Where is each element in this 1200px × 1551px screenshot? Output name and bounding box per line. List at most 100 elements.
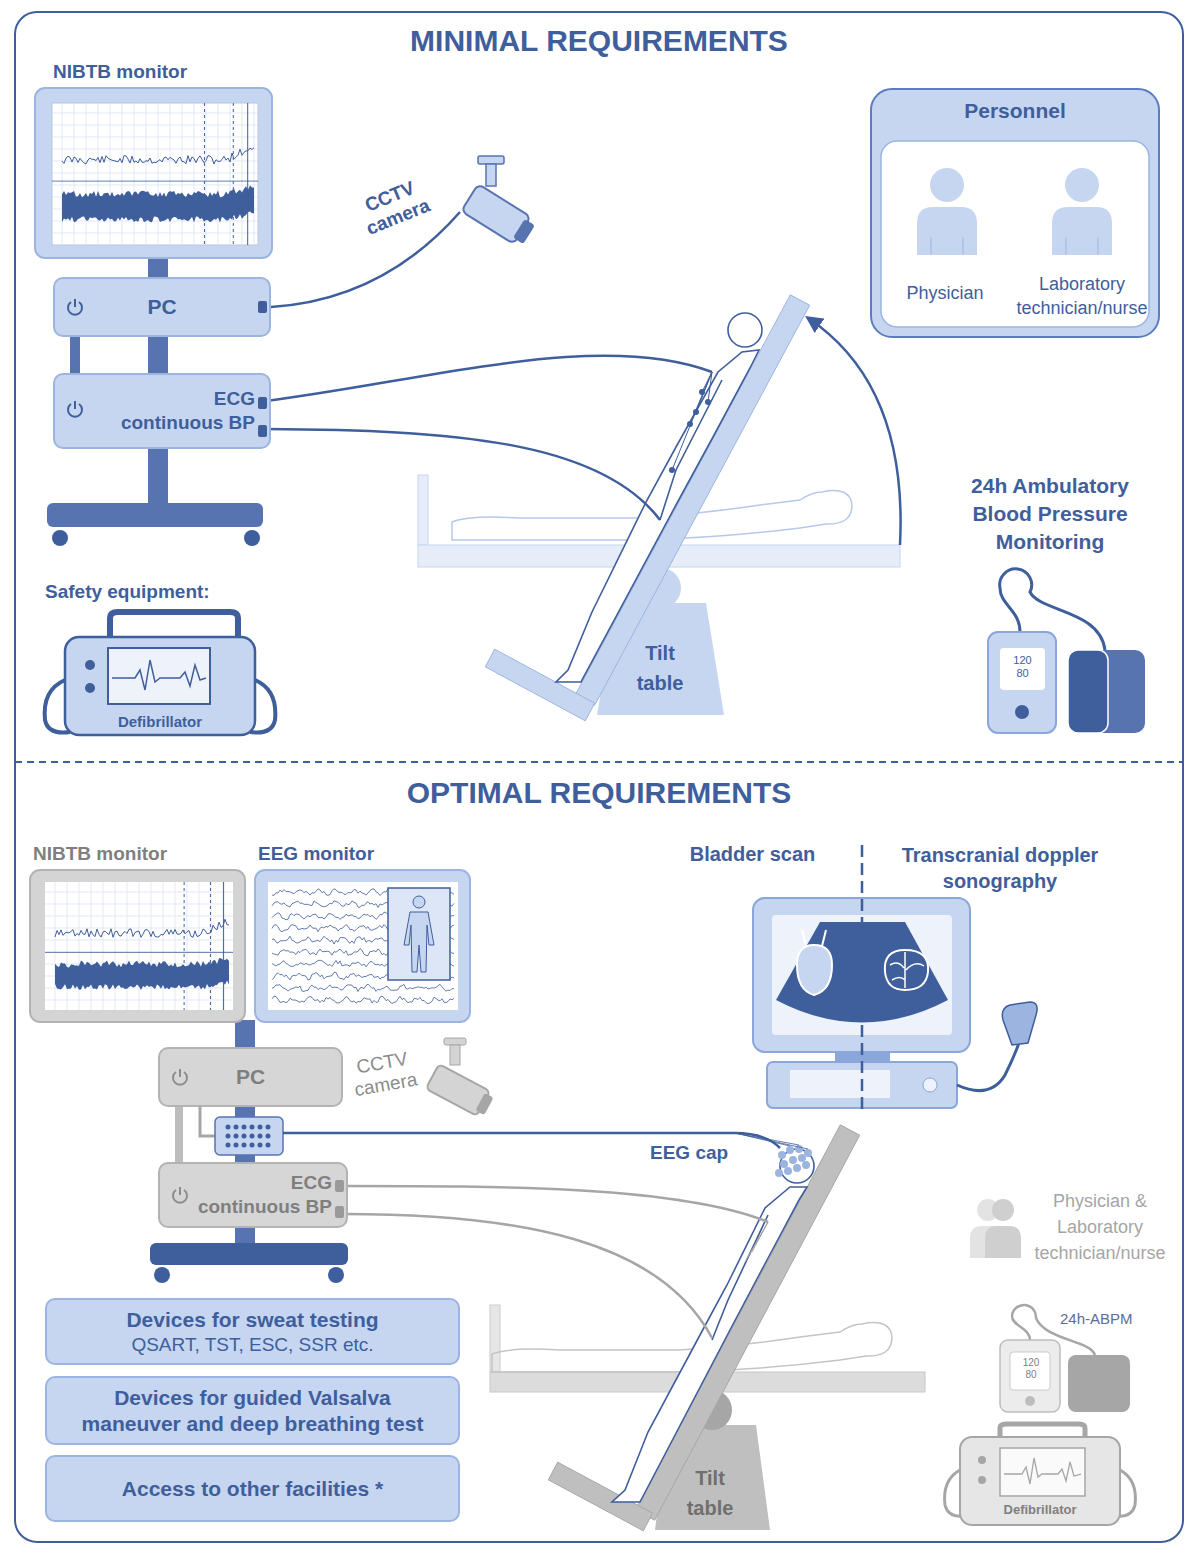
defibrillator-icon bbox=[108, 648, 210, 704]
tilt-table-illustration bbox=[712, 1215, 768, 1340]
grid-line bbox=[175, 882, 176, 1010]
outer-frame bbox=[15, 12, 1183, 1542]
cctv-camera-icon bbox=[486, 164, 496, 186]
eeg-screen bbox=[268, 882, 458, 1010]
device-heading: Bladder scan bbox=[680, 842, 825, 867]
port-icon bbox=[258, 425, 267, 437]
sensor-wires bbox=[687, 421, 693, 427]
device-heading: NIBTB monitor bbox=[33, 842, 167, 866]
device-heading: 24h Ambulatory Blood Pressure Monitoring bbox=[955, 472, 1145, 556]
grid-line bbox=[163, 882, 164, 1010]
abpm-icon bbox=[1068, 650, 1108, 733]
sensor-wires bbox=[693, 409, 699, 415]
ultrasound-device bbox=[802, 930, 826, 946]
port-icon bbox=[258, 301, 267, 313]
defibrillator: Defibrillator bbox=[955, 1420, 1125, 1530]
eeg-amplifier bbox=[250, 1143, 255, 1148]
eeg-trace bbox=[272, 996, 454, 1004]
power-icon bbox=[65, 297, 85, 317]
box-heading: Devices for sweat testing bbox=[126, 1307, 378, 1333]
port-icon bbox=[335, 1206, 344, 1218]
monitor-cart bbox=[244, 530, 260, 546]
eeg-screen bbox=[255, 870, 470, 1022]
grid-line bbox=[242, 103, 243, 245]
port-icon bbox=[258, 301, 267, 313]
grid-line bbox=[115, 882, 116, 1010]
cctv-camera: CCTV camera bbox=[460, 155, 530, 250]
test-device-box: Access to other facilities * bbox=[45, 1455, 460, 1522]
power-icon bbox=[74, 299, 76, 307]
monitor-cart bbox=[47, 503, 263, 527]
abpm-icon bbox=[1010, 1352, 1050, 1390]
tilt-table-illustration bbox=[418, 475, 428, 545]
nibtb-monitor: NIBTB monitor bbox=[35, 58, 272, 258]
eeg-amplifier bbox=[226, 1125, 231, 1130]
eeg-amplifier bbox=[242, 1143, 247, 1148]
grid-line bbox=[187, 882, 188, 1010]
ultrasound-device bbox=[885, 950, 928, 990]
sensor-wires bbox=[735, 1133, 808, 1149]
sensor-wires bbox=[266, 356, 712, 401]
device-label: 24h-ABPM bbox=[1060, 1309, 1133, 1328]
sensor-wires bbox=[266, 356, 712, 520]
eeg-cap-electrodes bbox=[784, 1167, 792, 1175]
person-icon bbox=[1065, 168, 1099, 202]
pc-unit: PC bbox=[53, 277, 271, 337]
event-marker bbox=[223, 882, 224, 1010]
staff-icons bbox=[992, 1199, 1014, 1221]
tilt-table: Tilt table bbox=[660, 1445, 760, 1530]
monitor-screen bbox=[35, 88, 272, 258]
eeg-amplifier bbox=[266, 1134, 271, 1139]
grid-line bbox=[52, 113, 258, 114]
ecg-bp-unit: ECG continuous BP bbox=[53, 373, 271, 449]
monitor-screen bbox=[30, 870, 245, 1022]
abpm-icon bbox=[1000, 1340, 1060, 1412]
eeg-amplifier bbox=[266, 1143, 271, 1148]
monitor-screen bbox=[52, 103, 258, 245]
section-heading: MINIMAL REQUIREMENTS bbox=[15, 22, 1183, 60]
box-detail: QSART, TST, ESC, SSR etc. bbox=[131, 1333, 373, 1357]
personnel-box: PersonnelPhysicianLaboratory technician/… bbox=[870, 88, 1160, 338]
box-label: ECG continuous BP bbox=[191, 1171, 332, 1219]
box-label: PC bbox=[147, 294, 176, 320]
eeg-cap-electrodes bbox=[778, 1151, 786, 1159]
eeg-cap-electrodes bbox=[780, 1160, 788, 1168]
ultrasound-device bbox=[1002, 1002, 1037, 1045]
defibrillator-icon bbox=[85, 660, 95, 670]
grid-line bbox=[223, 882, 224, 1010]
monitor-cart bbox=[154, 1267, 170, 1283]
tilt-table-illustration bbox=[635, 1125, 859, 1520]
box-heading: Access to other facilities * bbox=[122, 1476, 383, 1502]
grid-line bbox=[67, 882, 68, 1010]
defibrillator-icon bbox=[112, 660, 206, 690]
grid-line bbox=[254, 103, 255, 245]
person-icon bbox=[1050, 167, 1114, 255]
grid-line bbox=[52, 233, 258, 234]
grid-line bbox=[45, 892, 233, 893]
tilt-table: Tilt table bbox=[600, 630, 720, 710]
eeg-amplifier bbox=[226, 1134, 231, 1139]
grid-line bbox=[158, 103, 159, 245]
grid-line bbox=[91, 882, 92, 1010]
event-marker bbox=[247, 103, 248, 245]
tilt-table-illustration bbox=[612, 1187, 807, 1502]
sensor-wires bbox=[672, 372, 712, 470]
cctv-camera-icon bbox=[461, 184, 537, 248]
person-icon bbox=[1066, 237, 1067, 255]
grid-line bbox=[74, 103, 75, 245]
power-icon bbox=[170, 1067, 190, 1087]
test-device-box: Devices for guided Valsalva maneuver and… bbox=[45, 1376, 460, 1445]
eeg-cap-electrodes bbox=[775, 1169, 783, 1177]
event-marker bbox=[204, 103, 205, 245]
cctv-camera-icon bbox=[475, 1093, 493, 1115]
sensor-wires bbox=[266, 429, 660, 520]
device-heading: Safety equipment: bbox=[45, 580, 210, 604]
eeg-amplifier bbox=[258, 1134, 263, 1139]
ultrasound-device bbox=[957, 1040, 1020, 1091]
port-icon bbox=[335, 1206, 344, 1218]
port-icon bbox=[258, 397, 267, 409]
eeg-amplifier bbox=[215, 1117, 283, 1155]
device-label: Tilt table bbox=[675, 1463, 745, 1523]
monitor-cart bbox=[150, 1243, 348, 1265]
power-icon bbox=[179, 1069, 181, 1077]
